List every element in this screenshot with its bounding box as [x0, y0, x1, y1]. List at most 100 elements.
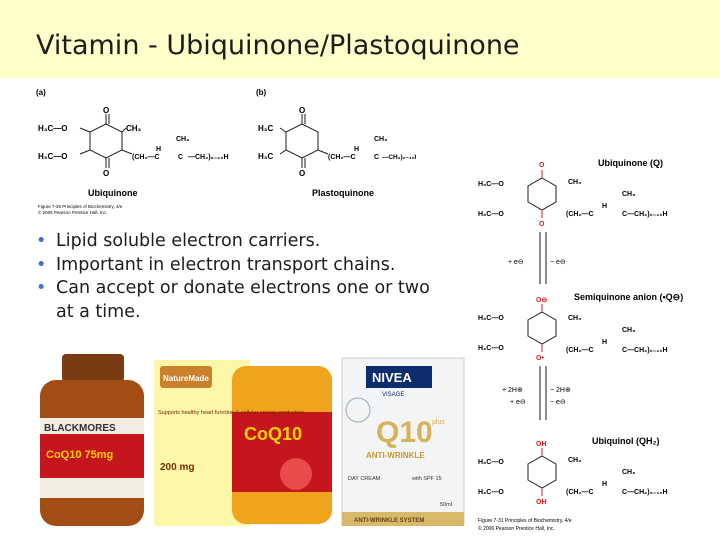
figure-right-credit-1: Figure 7-31 Principles of Biochemistry, …	[478, 518, 572, 524]
semiquinone-label: Semiquinone anion (•Q⊖)	[574, 292, 683, 302]
bullet-dot: •	[36, 231, 47, 251]
nivea-box-image	[341, 357, 465, 526]
nivea-line: ANTI-WRINKLE	[366, 451, 425, 460]
q-methoxy-2: H₃C—O	[478, 211, 504, 218]
bullet-item: • Important in electron transport chains.	[36, 254, 446, 278]
ubiquinol-oh-bottom: OH	[536, 499, 547, 506]
semiquinone-chain-h: H	[602, 339, 607, 346]
plastoquinone-methyl-2: H₃C	[258, 152, 273, 161]
nivea-type: DAY CREAM	[348, 476, 381, 482]
q-o-bottom: O	[539, 221, 545, 228]
ubiquinol-methoxy-1: H₃C—O	[478, 459, 504, 466]
figure-right-credit-2: © 2006 Pearson Prentice Hall, Inc.	[478, 525, 555, 532]
naturemade-box-image	[154, 360, 332, 526]
q-chain-left: (CH₂—C	[566, 211, 594, 218]
semiquinone-chain-ch3: CH₃	[622, 327, 635, 334]
bullet-text: Lipid soluble electron carriers.	[56, 231, 321, 251]
ubiquinone-chain-right: —CH₂)₆₋₁₀H	[188, 154, 229, 161]
semiquinone-methoxy-2: H₃C—O	[478, 345, 504, 352]
step2-remove-protons: − 2H⊕	[550, 387, 571, 394]
bullet-dot: •	[36, 254, 47, 275]
semiquinone-ch3: CH₃	[568, 315, 581, 322]
ubiquinol-chain-right: C—CH₂)₆₋₁₀H	[622, 489, 668, 496]
plastoquinone-o-top: O	[299, 106, 305, 115]
naturemade-bottle-label: CoQ10	[244, 424, 302, 444]
plastoquinone-chain-ch3: CH₃	[374, 136, 387, 143]
ubiquinone-o-bottom: O	[103, 169, 109, 178]
ubiquinol-methoxy-2: H₃C—O	[478, 489, 504, 496]
plastoquinone-chain-right: —CH₂)₆₋₁₀H	[382, 154, 416, 161]
q-methoxy-1: H₃C—O	[478, 181, 504, 188]
ubiquinone-chain-left: (CH₂—C	[132, 154, 160, 161]
title-bar: Vitamin - Ubiquinone/Plastoquinone	[0, 0, 720, 76]
nivea-sub: VISAGE	[382, 392, 404, 398]
semiquinone-chain-right: C—CH₂)₆₋₁₀H	[622, 347, 668, 354]
nivea-volume: 50ml	[440, 502, 452, 508]
step2-add-electron: + e⊖	[510, 399, 526, 406]
naturemade-dose: 200 mg	[160, 462, 194, 473]
ubiquinol-oh-top: OH	[536, 441, 547, 448]
figure-ab-credit-2: © 2006 Pearson Prentice Hall, Inc.	[38, 209, 107, 215]
q-o-top: O	[539, 162, 545, 169]
q-chain-ch3: CH₃	[622, 191, 635, 198]
semiquinone-o-radical: O•	[536, 355, 544, 362]
ubiquinone-structure	[79, 114, 133, 168]
nivea-brand: NIVEA	[372, 370, 412, 385]
ubiquinone-caption: Ubiquinone	[88, 188, 138, 198]
bullet-list: • Lipid soluble electron carriers. • Impor…	[36, 230, 446, 324]
ubiquinone-methoxy-1: H₃C—O	[38, 124, 67, 133]
figure-ab-credit-1: Figure 7-26 Principles of Biochemistry, …	[38, 204, 123, 209]
ubiquinone-ch3: CH₃	[126, 124, 142, 133]
ubiquinol-label: Ubiquinol (QH₂)	[592, 436, 659, 446]
step1-remove-electron: − e⊖	[550, 259, 566, 266]
quinone-redox-figure: Ubiquinone (Q) O O H₃C—O H₃C—O CH₃ CH₃ H…	[478, 158, 683, 532]
plastoquinone-chain-left: (CH₂—C	[328, 154, 356, 161]
step2-remove-electron: − e⊖	[550, 399, 566, 406]
bullet-dot: •	[36, 278, 47, 298]
semiquinone-o-minus: O⊖	[536, 297, 547, 304]
ubiquinone-q-label: Ubiquinone (Q)	[598, 158, 663, 168]
bullet-text: Can accept or donate electrons one or tw…	[56, 278, 430, 322]
ubiquinol-chain-h: H	[602, 481, 607, 488]
ubiquinol-ch3: CH₃	[568, 457, 581, 464]
bullet-text: Important in electron transport chains.	[56, 254, 396, 275]
nivea-spf: with SPF 15	[411, 476, 442, 482]
nivea-product: Q10	[376, 416, 433, 449]
plastoquinone-caption: Plastoquinone	[312, 188, 374, 198]
ubiquinol-chain-ch3: CH₃	[622, 469, 635, 476]
naturemade-brand: NatureMade	[163, 374, 209, 383]
naturemade-claim: Supports healthy heart function & cellul…	[158, 410, 304, 416]
ubiquinone-q-structure	[527, 170, 557, 218]
nivea-footer: ANTI-WRINKLE SYSTEM	[354, 518, 424, 524]
panel-b-label: (b)	[256, 88, 267, 97]
plastoquinone-chain-h: H	[354, 146, 359, 153]
semiquinone-methoxy-1: H₃C—O	[478, 315, 504, 322]
blackmores-product: CoQ10 75mg	[46, 449, 113, 461]
ubiquinone-methoxy-2: H₃C—O	[38, 152, 67, 161]
blackmores-brand: BLACKMORES	[44, 423, 116, 434]
step1-add-electron: + e⊖	[508, 259, 524, 266]
semiquinone-chain-left: (CH₂—C	[566, 347, 594, 354]
ubiquinone-chain-c: C	[178, 154, 183, 161]
panel-a-label: (a)	[36, 88, 46, 97]
step1-arrows	[539, 232, 547, 284]
semiquinone-structure	[527, 304, 557, 352]
plastoquinone-o-bottom: O	[299, 169, 305, 178]
ubiquinone-o-top: O	[103, 106, 109, 115]
q-chain-right: C—CH₂)₆₋₁₀H	[622, 211, 668, 218]
q-ch3: CH₃	[568, 179, 581, 186]
plastoquinone-structure	[279, 114, 329, 168]
bullet-item: • Lipid soluble electron carriers.	[36, 230, 446, 254]
ubiquinol-structure	[527, 448, 557, 496]
bullet-item: • Can accept or donate electrons one or t…	[36, 277, 446, 324]
ubiquinone-chain-h: H	[156, 146, 161, 153]
blackmores-bottle-image	[40, 354, 144, 526]
plastoquinone-methyl-1: H₃C	[258, 124, 273, 133]
ubiquinone-plastoquinone-figure: (a) (b) O O H₃C—O H₃C—O CH₃ CH₃ H (CH₂—C…	[36, 88, 416, 215]
ubiquinone-chain-ch3: CH₃	[176, 136, 189, 143]
ubiquinol-chain-left: (CH₂—C	[566, 489, 594, 496]
q-chain-h: H	[602, 203, 607, 210]
slide-title: Vitamin - Ubiquinone/Plastoquinone	[36, 30, 520, 61]
step2-add-protons: + 2H⊕	[502, 387, 523, 394]
